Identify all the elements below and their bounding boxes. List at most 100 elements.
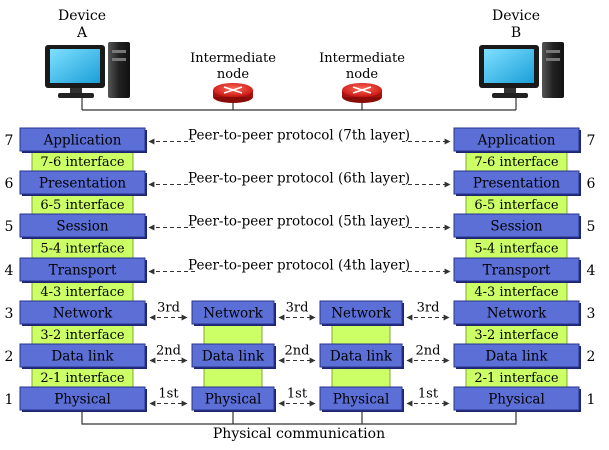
layer-box-device-a [19,127,146,152]
layer-box-device-a [19,257,146,282]
protocol-label-backdrop [196,169,402,187]
layer-box-device-b-label: Data link [485,349,548,365]
layer-box-device-a-label: Data link [51,349,114,365]
layer-number-right: 1 [587,392,596,408]
intermediate-interface-bar [203,366,263,388]
layer-box-intermediate-label: Data link [330,349,393,365]
layer-box-device-b [453,300,580,325]
layer-box-device-a-label: Application [43,133,122,149]
layer-box-intermediate [191,343,275,368]
interface-label: 3-2 interface [474,328,559,343]
hop-label: 3rd [286,301,309,316]
layer-box-device-b [453,127,580,152]
protocol-label-backdrop [196,212,402,230]
interface-label: 7-6 interface [40,155,125,170]
layer-box-intermediate-label: Network [331,306,391,322]
device-a-label-line1: Device [58,8,106,24]
layer-box-device-a-label: Presentation [39,176,126,192]
layer-number-right: 5 [587,219,596,235]
hop-label: 1st [418,387,439,402]
intermediate-interface-bar [331,323,391,345]
layer-box-intermediate-label: Physical [333,392,390,408]
layer-box-intermediate [191,300,275,325]
interface-label: 2-1 interface [40,371,125,386]
peer-protocol-label: Peer-to-peer protocol (7th layer) [188,128,410,144]
intermediate-interface-bar [203,323,263,345]
device-b-label-line1: Device [492,8,540,24]
layer-number-left: 5 [5,219,14,235]
layer-number-left: 7 [5,133,14,149]
hop-label: 3rd [417,301,440,316]
layer-number-right: 7 [587,133,596,149]
layer-number-right: 6 [587,176,596,192]
interface-label: 6-5 interface [40,198,125,213]
layer-box-device-a [19,213,146,238]
hop-label: 1st [287,387,308,402]
layer-number-right: 2 [587,349,596,365]
layer-number-left: 4 [5,263,14,279]
layer-box-intermediate [319,386,403,411]
layer-numbers-right: 7 6 5 4 3 2 1 [587,133,596,408]
hop-label: 2nd [156,344,181,359]
interface-label: 2-1 interface [474,371,559,386]
router-icon-node-2 [342,83,382,103]
layer-box-intermediate-label: Data link [202,349,265,365]
peer-protocol-arrows: Peer-to-peer protocol (7th layer) Peer-to… [148,126,451,275]
peer-protocol-label: Peer-to-peer protocol (4th layer) [188,258,410,274]
peer-protocol-label: Peer-to-peer protocol (5th layer) [188,214,410,230]
layer-box-device-a [19,343,146,368]
layer-box-device-a-label: Physical [54,392,111,408]
layer-box-device-b [453,343,580,368]
layer-number-right: 4 [587,263,596,279]
hop-label: 3rd [157,301,180,316]
layer-number-left: 3 [5,306,14,322]
layer-box-device-a [19,170,146,195]
layer-box-intermediate-label: Physical [205,392,262,408]
intermediate-node-2-label-line2: node [346,67,379,82]
hop-label: 2nd [416,344,441,359]
layer-box-device-b [453,170,580,195]
layer-box-device-b-label: Session [490,219,543,235]
intermediate-node-1-label-line2: node [217,67,250,82]
hop-label: 1st [158,387,179,402]
device-b-label-line2: B [511,25,521,41]
layer-numbers-left: 7 6 5 4 3 2 1 [5,133,14,408]
layer-number-left: 1 [5,392,14,408]
layer-stack-device-b: ApplicationPresentationSessionTransportN… [453,127,581,412]
protocol-label-backdrop [196,126,402,144]
layer-box-device-a-label: Transport [49,263,117,279]
interface-label: 4-3 interface [474,285,559,300]
layer-box-intermediate-label: Network [203,306,263,322]
computer-icon-device-b [479,42,564,98]
layer-box-device-b-label: Transport [483,263,551,279]
interface-label: 7-6 interface [474,155,559,170]
layer-number-left: 6 [5,176,14,192]
layer-number-right: 3 [587,306,596,322]
layer-number-left: 2 [5,349,14,365]
layer-box-device-b [453,257,580,282]
physical-communication-label: Physical communication [213,426,385,442]
computer-icon-device-a [45,42,130,98]
interface-label: 3-2 interface [40,328,125,343]
intermediate-interface-bar [331,366,391,388]
peer-protocol-label: Peer-to-peer protocol (6th layer) [188,171,410,187]
layer-box-device-b [453,213,580,238]
protocol-label-backdrop [196,256,402,274]
layer-box-device-b-label: Application [477,133,556,149]
intermediate-node-2-label-line1: Intermediate [319,51,405,66]
interface-label: 5-4 interface [474,242,559,257]
layer-box-device-b-label: Network [487,306,547,322]
layer-box-device-b-label: Presentation [473,176,560,192]
layer-stack-device-a: ApplicationPresentationSessionTransportN… [19,127,147,412]
interface-label: 6-5 interface [474,198,559,213]
intermediate-node-1-label-line1: Intermediate [190,51,276,66]
physical-communication-bracket [81,410,517,425]
layer-box-device-a-label: Network [53,306,113,322]
router-icon-node-1 [213,83,253,103]
interface-label: 4-3 interface [40,285,125,300]
device-a-label-line2: A [76,25,88,41]
interface-stack-intermediate [203,323,391,388]
